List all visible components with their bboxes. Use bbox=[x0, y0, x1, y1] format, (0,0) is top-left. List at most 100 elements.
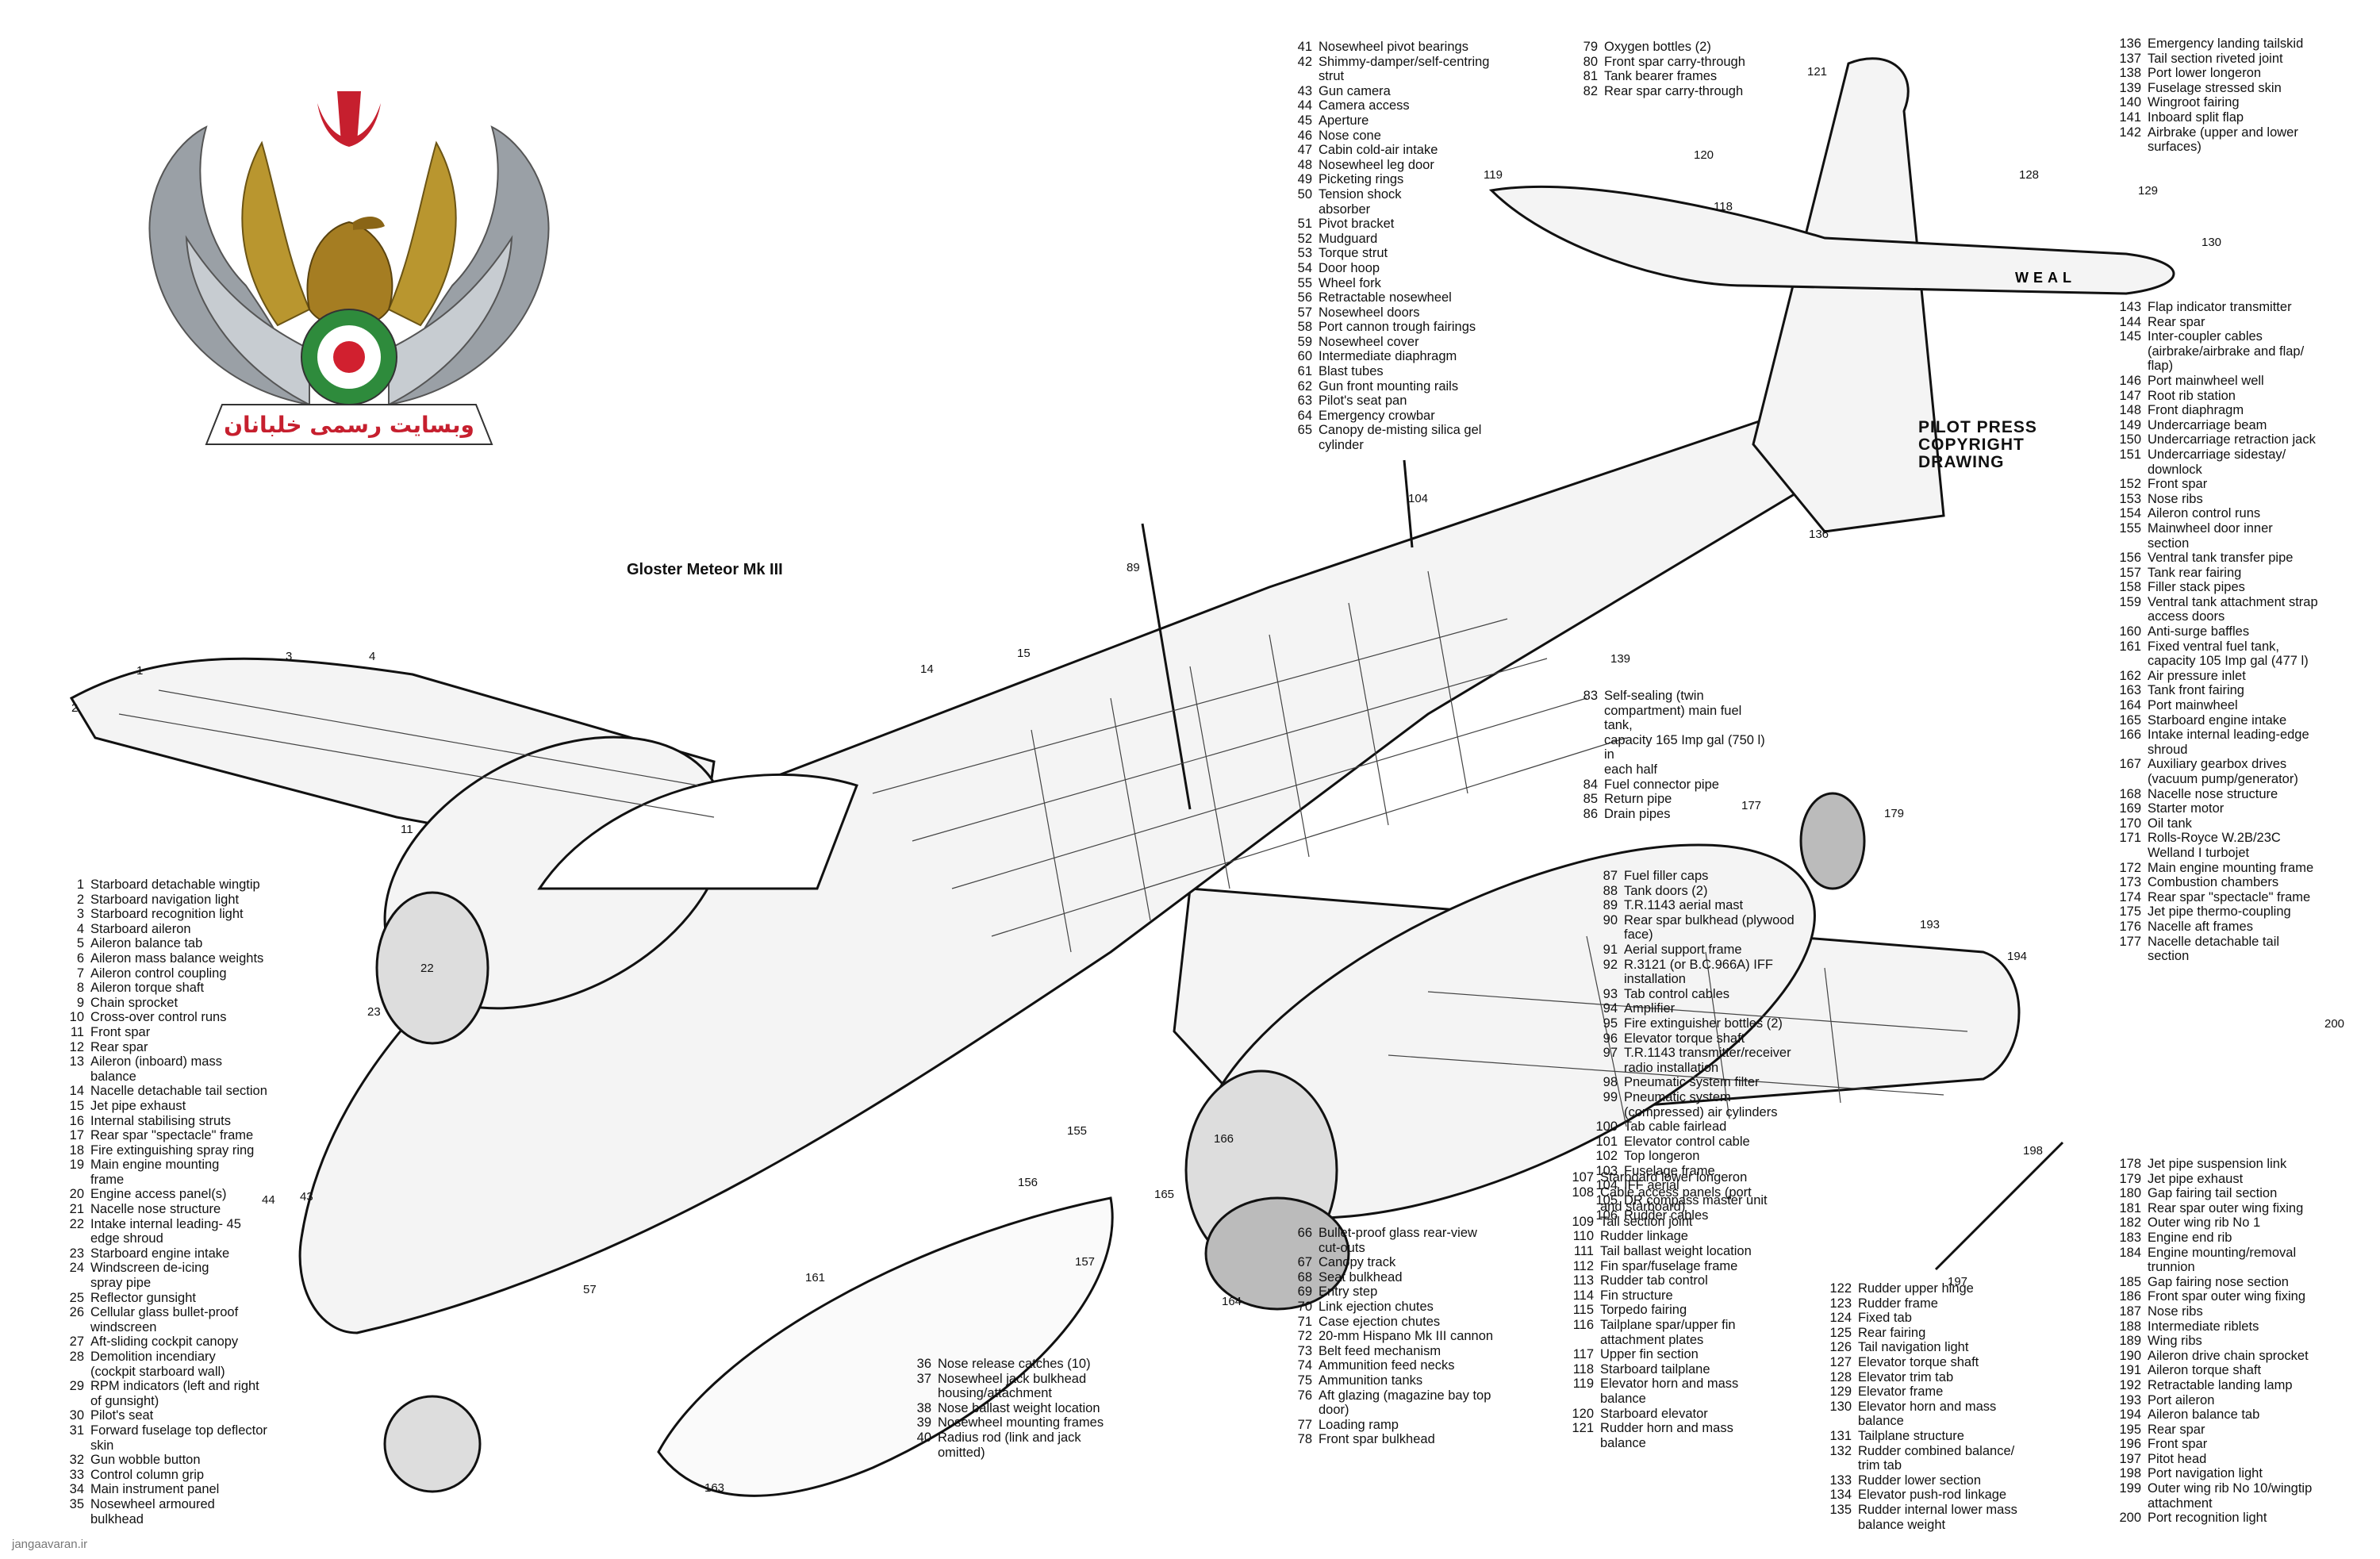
legend-text: Flap indicator transmitter bbox=[2148, 300, 2292, 314]
legend-text: Link ejection chutes bbox=[1319, 1299, 1434, 1314]
legend-number: 96 bbox=[1603, 1031, 1618, 1046]
aerial-mast bbox=[1141, 523, 1192, 810]
legend-number: 49 bbox=[1297, 172, 1312, 187]
legend-number: 21 bbox=[69, 1202, 84, 1217]
legend-text: Oil tank bbox=[2148, 816, 2192, 831]
legend-text: Ammunition feed necks bbox=[1319, 1358, 1455, 1373]
legend-number: 82 bbox=[1583, 83, 1598, 98]
callout-44: 44 bbox=[262, 1193, 275, 1207]
legend-number: 151 bbox=[2119, 447, 2141, 462]
legend-number: 177 bbox=[2119, 934, 2141, 949]
legend-text: Reflector gunsight bbox=[90, 1290, 196, 1305]
legend-text: Port recognition light bbox=[2148, 1511, 2267, 1526]
callout-197: 197 bbox=[1948, 1275, 1967, 1288]
legend-text: Wing ribs bbox=[2148, 1334, 2202, 1349]
legend-text: Anti-surge baffles bbox=[2148, 624, 2250, 639]
legend-text: Nacelle aft frames bbox=[2148, 919, 2253, 934]
legend-text: Port mainwheel well bbox=[2148, 373, 2264, 388]
legend-text: Fixed tab bbox=[1858, 1311, 1912, 1326]
legend-number: 102 bbox=[1595, 1149, 1618, 1164]
legend-number: 63 bbox=[1297, 394, 1312, 409]
legend-text: Auxiliary gearbox drives (vacuum pump/ge… bbox=[2148, 757, 2298, 786]
legend-number: 69 bbox=[1297, 1284, 1312, 1300]
legend-text: Tank bearer frames bbox=[1604, 69, 1718, 84]
legend-text: Torque strut bbox=[1319, 246, 1388, 261]
legend-text: Pilot's seat bbox=[90, 1408, 154, 1423]
legend-number: 15 bbox=[69, 1098, 84, 1113]
legend-number: 11 bbox=[70, 1024, 84, 1039]
legend-text: Tank front fairing bbox=[2148, 683, 2244, 698]
legend-number: 8 bbox=[76, 981, 84, 996]
callout-193: 193 bbox=[1920, 918, 1940, 931]
legend-text: Aft-sliding cockpit canopy bbox=[90, 1334, 239, 1350]
callout-163: 163 bbox=[704, 1481, 724, 1495]
legend-text: Elevator trim tab bbox=[1858, 1369, 1954, 1384]
legend-number: 120 bbox=[1572, 1406, 1594, 1421]
legend-text: Rear spar "spectacle" frame bbox=[90, 1128, 254, 1143]
legend-number: 105 bbox=[1595, 1193, 1618, 1208]
legend-text: Gun camera bbox=[1319, 83, 1391, 98]
legend-text: Starboard tailplane bbox=[1600, 1361, 1710, 1377]
legend-number: 200 bbox=[2119, 1511, 2141, 1526]
left-wing bbox=[148, 125, 311, 406]
callout-156: 156 bbox=[1018, 1176, 1038, 1189]
legend-number: 4 bbox=[76, 921, 84, 936]
watermark: jangaavaran.ir bbox=[12, 1538, 88, 1551]
legend-number: 52 bbox=[1297, 231, 1312, 246]
legend-text: Rudder frame bbox=[1858, 1296, 1938, 1311]
legend-text: Starboard aileron bbox=[90, 921, 191, 936]
legend-text: Fuel connector pipe bbox=[1604, 777, 1719, 792]
legend-number: 39 bbox=[916, 1415, 931, 1430]
legend-number: 99 bbox=[1603, 1089, 1618, 1104]
legend-number: 149 bbox=[2119, 417, 2141, 432]
legend-text: Engine end rib bbox=[2148, 1230, 2232, 1245]
legend-text: T.R.1143 aerial mast bbox=[1624, 898, 1744, 913]
legend-number: 171 bbox=[2119, 831, 2141, 846]
legend-number: 23 bbox=[69, 1246, 84, 1261]
callout-198: 198 bbox=[2023, 1144, 2043, 1158]
callout-4: 4 bbox=[369, 650, 375, 663]
legend-text: Starboard engine intake bbox=[90, 1246, 230, 1261]
legend-number: 28 bbox=[69, 1350, 84, 1364]
legend-text: Torpedo fairing bbox=[1600, 1303, 1687, 1318]
legend-text: Rudder horn and mass balance bbox=[1600, 1421, 1733, 1450]
